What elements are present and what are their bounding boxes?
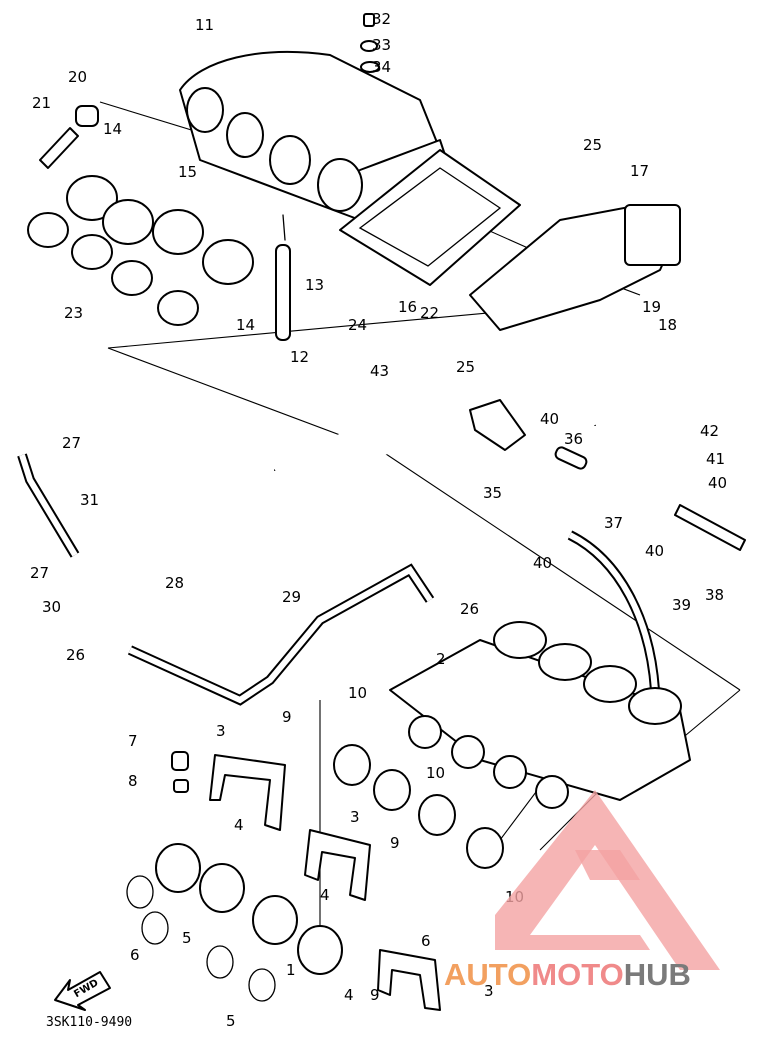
callout-26: 26 (460, 600, 479, 618)
breather-hose (273, 337, 598, 473)
callout-37: 37 (604, 514, 623, 532)
callout-28: 28 (165, 574, 184, 592)
callout-3: 3 (216, 722, 226, 740)
callout-34: 34 (372, 58, 391, 76)
callout-3: 3 (484, 982, 494, 1000)
watermark-part1: AUTO (444, 957, 531, 992)
callout-18: 18 (658, 316, 677, 334)
watermark-part2: MOTO (531, 957, 623, 992)
callout-20: 20 (68, 68, 87, 86)
callout-14: 14 (236, 316, 255, 334)
callout-26: 26 (66, 646, 85, 664)
secondary-hoses (554, 446, 746, 691)
callout-16: 16 (398, 298, 417, 316)
vacuum-hoses (17, 453, 435, 706)
callout-7: 7 (128, 732, 138, 750)
callout-6: 6 (421, 932, 431, 950)
callout-33: 33 (372, 36, 391, 54)
svg-text:AUTOMOTOHUB: AUTOMOTOHUB (444, 957, 691, 992)
callout-43: 43 (370, 362, 389, 380)
callout-23: 23 (64, 304, 83, 322)
callout-19: 19 (642, 298, 661, 316)
callout-3: 3 (350, 808, 360, 826)
callout-39: 39 (672, 596, 691, 614)
callout-21: 21 (32, 94, 51, 112)
callout-38: 38 (705, 586, 724, 604)
watermark-part3: HUB (624, 957, 691, 992)
callout-8: 8 (128, 772, 138, 790)
carburetor-joints (27, 175, 254, 326)
callout-6: 6 (130, 946, 140, 964)
carburetor-assembly (389, 621, 691, 809)
callout-14: 14 (103, 120, 122, 138)
callout-30: 30 (42, 598, 61, 616)
air-cut-valve (469, 399, 526, 451)
callout-24: 24 (348, 316, 367, 334)
callout-27: 27 (30, 564, 49, 582)
caps (171, 751, 189, 793)
callout-25: 25 (583, 136, 602, 154)
callout-4: 4 (234, 816, 244, 834)
callout-27: 27 (62, 434, 81, 452)
callout-9: 9 (390, 834, 400, 852)
manifold-clamps (333, 744, 504, 869)
callout-32: 32 (372, 10, 391, 28)
o-rings (126, 875, 276, 1002)
callout-36: 36 (564, 430, 583, 448)
intake-manifolds (155, 843, 343, 975)
callout-25: 25 (456, 358, 475, 376)
callout-29: 29 (282, 588, 301, 606)
callout-9: 9 (282, 708, 292, 726)
callout-40: 40 (645, 542, 664, 560)
callout-17: 17 (630, 162, 649, 180)
callout-9: 9 (370, 986, 380, 1004)
callout-42: 42 (700, 422, 719, 440)
callout-35: 35 (483, 484, 502, 502)
fwd-arrow-icon: FWD (54, 971, 111, 1011)
filter-element (339, 149, 521, 286)
intake-duct (469, 204, 681, 331)
callout-10: 10 (426, 764, 445, 782)
callout-40: 40 (533, 554, 552, 572)
callout-5: 5 (226, 1012, 236, 1030)
part-code: 3SK110-9490 (46, 1015, 132, 1030)
callout-40: 40 (540, 410, 559, 428)
callout-40: 40 (708, 474, 727, 492)
callout-12: 12 (290, 348, 309, 366)
callout-31: 31 (80, 491, 99, 509)
callout-11: 11 (195, 16, 214, 34)
callout-1: 1 (286, 961, 296, 979)
watermark-logo-icon (495, 790, 720, 970)
drain-hose (275, 214, 291, 341)
callout-41: 41 (706, 450, 725, 468)
callout-10: 10 (348, 684, 367, 702)
callout-15: 15 (178, 163, 197, 181)
small-parts-top (39, 13, 380, 169)
callout-2: 2 (436, 650, 446, 668)
callout-4: 4 (320, 886, 330, 904)
callout-5: 5 (182, 929, 192, 947)
callout-4: 4 (344, 986, 354, 1004)
watermark: AUTOMOTOHUB (444, 790, 720, 992)
brackets (209, 754, 441, 1011)
callout-22: 22 (420, 304, 439, 322)
callout-13: 13 (305, 276, 324, 294)
